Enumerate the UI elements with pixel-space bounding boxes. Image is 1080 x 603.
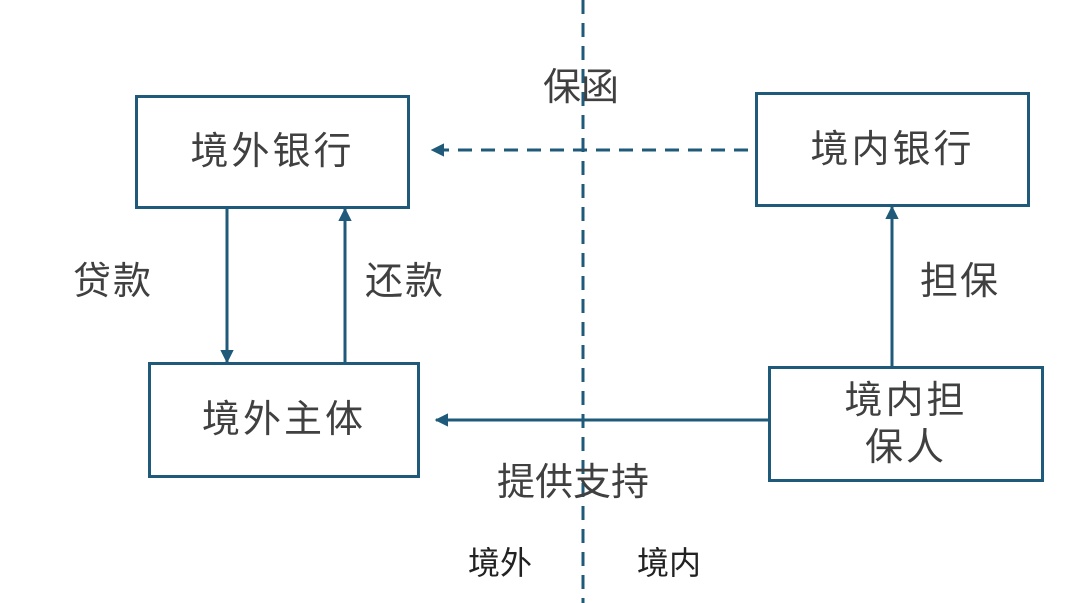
guarantee-label: 担保 [920, 259, 1001, 303]
offshore-region-label: 境外 [468, 544, 533, 582]
domestic-guarantor-label-line1: 境内担 [844, 377, 968, 422]
onshore-region-label: 境内 [637, 544, 702, 582]
domestic-bank-label: 境内银行 [810, 126, 975, 171]
repayment-label: 还款 [365, 259, 446, 303]
domestic-bank-node: 境内银行 [755, 92, 1030, 207]
loan-label: 贷款 [73, 259, 154, 303]
foreign-entity-node: 境外主体 [148, 362, 420, 478]
foreign-bank-label: 境外银行 [190, 129, 355, 174]
foreign-entity-label: 境外主体 [201, 397, 366, 442]
letter-of-guarantee-label: 保函 [543, 65, 620, 109]
domestic-guarantor-label-line2: 保人 [864, 425, 947, 469]
domestic-guarantor-label: 境内担 保人 [844, 377, 967, 472]
foreign-bank-node: 境外银行 [135, 95, 410, 209]
provide-support-label: 提供支持 [497, 460, 650, 504]
domestic-guarantor-node: 境内担 保人 [768, 366, 1044, 482]
